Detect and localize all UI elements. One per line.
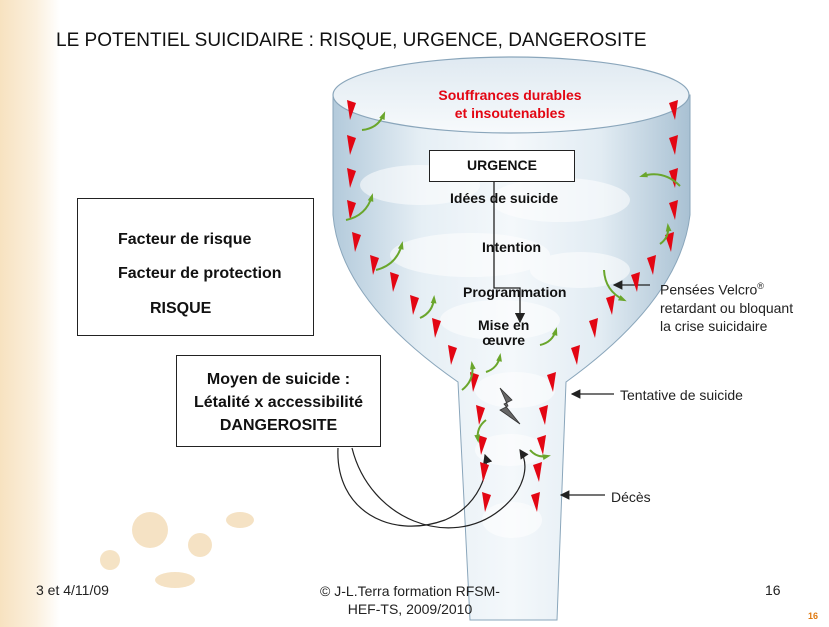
moyen-line2: Létalité x accessibilité bbox=[194, 394, 363, 411]
funnel-body bbox=[332, 94, 691, 621]
velcro-text: Pensées Velcro bbox=[660, 281, 758, 298]
legend-risk-label: Facteur de risque bbox=[118, 231, 252, 248]
protection-factor-arrowhead bbox=[430, 295, 437, 304]
protection-factor-arrowhead bbox=[639, 171, 648, 178]
protection-factor-arrowhead bbox=[379, 111, 386, 120]
slide-title: LE POTENTIEL SUICIDAIRE : RISQUE, URGENC… bbox=[56, 30, 647, 51]
velcro-line2: retardant ou bloquant bbox=[660, 299, 794, 316]
footer-credit: © J-L.Terra formation RFSM- HEF-TS, 2009… bbox=[300, 582, 520, 618]
protection-factor-arrowhead bbox=[397, 241, 404, 250]
central-flow-arrow bbox=[493, 182, 526, 324]
risk-factor-cone bbox=[347, 135, 356, 155]
programmation-label: Programmation bbox=[463, 284, 567, 300]
protection-factor-arrowhead bbox=[665, 223, 672, 232]
funnel-rim bbox=[332, 56, 690, 134]
risk-factor-cone bbox=[390, 272, 399, 292]
risk-factor-cone bbox=[606, 295, 615, 315]
funnel-top-line1: Souffrances durables bbox=[438, 87, 582, 103]
left-decoration bbox=[0, 0, 60, 627]
legend-protection-label: Facteur de protection bbox=[118, 265, 282, 282]
footer-credit-line2: HEF-TS, 2009/2010 bbox=[347, 601, 473, 617]
risk-factors bbox=[347, 100, 678, 512]
velcro-line3: la crise suicidaire bbox=[660, 317, 768, 334]
legend-risque-label: RISQUE bbox=[150, 300, 212, 317]
risk-factor-cone bbox=[352, 232, 361, 252]
lightning-icon bbox=[499, 387, 521, 425]
mise-line1: Mise en bbox=[478, 317, 530, 333]
risk-factor-cone bbox=[478, 435, 487, 455]
velcro-annotation: Pensées Velcro® retardant ou bloquant la… bbox=[660, 277, 793, 335]
moyen-arrow-2 bbox=[351, 447, 529, 529]
protection-factor-arrowhead bbox=[470, 361, 476, 370]
footer-credit-line1: © J-L.Terra formation RFSM- bbox=[320, 583, 500, 599]
protection-factor-arrowhead bbox=[551, 327, 558, 336]
risk-factor-cone bbox=[410, 295, 419, 315]
moyen-box: Moyen de suicide : Létalité x accessibil… bbox=[176, 355, 381, 447]
protection-factor-arrowhead bbox=[474, 434, 481, 443]
risk-factor-cone bbox=[448, 345, 457, 365]
moyen-line1: Moyen de suicide : bbox=[206, 371, 351, 388]
risk-factor-cone bbox=[669, 135, 678, 155]
mise-en-oeuvre-label: Mise en œuvre bbox=[478, 318, 529, 348]
funnel-top-line2: et insoutenables bbox=[454, 105, 566, 121]
risk-factor-cone bbox=[647, 255, 656, 275]
risk-factor-cone bbox=[533, 462, 542, 482]
protection-factor-arrowhead bbox=[367, 193, 374, 202]
footer-slide-number: 16 bbox=[765, 582, 781, 598]
legend-box: Facteur de risque Facteur de protection … bbox=[77, 198, 314, 336]
deces-annotation: Décès bbox=[611, 489, 651, 505]
risk-factor-cone bbox=[631, 272, 640, 292]
risk-factor-cone bbox=[537, 435, 546, 455]
risk-factor-cone bbox=[347, 100, 356, 120]
protection-factor-arrowhead bbox=[618, 295, 627, 302]
urgence-box: URGENCE bbox=[429, 150, 575, 182]
footer-date: 3 et 4/11/09 bbox=[36, 582, 109, 598]
funnel-top-text: Souffrances durables et insoutenables bbox=[420, 86, 600, 122]
cloud-texture bbox=[360, 165, 630, 538]
risk-factor-cone bbox=[589, 318, 598, 338]
risk-factor-cone bbox=[370, 255, 379, 275]
velcro-line1: Pensées Velcro® bbox=[660, 277, 793, 299]
protection-factors bbox=[345, 111, 681, 460]
tentative-annotation: Tentative de suicide bbox=[620, 387, 743, 403]
mise-line2: œuvre bbox=[482, 332, 526, 348]
risk-factor-cone bbox=[432, 318, 441, 338]
protection-factor-arrowhead bbox=[542, 454, 551, 460]
protection-factor-arrowhead bbox=[496, 353, 502, 362]
floral-decoration bbox=[100, 512, 254, 588]
page-corner-number: 16 bbox=[808, 611, 819, 621]
risk-factor-cone bbox=[347, 168, 356, 188]
idees-label: Idées de suicide bbox=[450, 190, 559, 206]
risk-factor-cone bbox=[480, 462, 489, 482]
urgence-label: URGENCE bbox=[466, 157, 537, 173]
risk-factor-cone bbox=[669, 100, 678, 120]
registered-mark: ® bbox=[757, 281, 764, 291]
risk-factor-cone bbox=[476, 405, 485, 425]
risk-factor-cone bbox=[539, 405, 548, 425]
risk-factor-cone bbox=[347, 200, 356, 220]
risk-factor-cone bbox=[571, 345, 580, 365]
risk-factor-cone bbox=[669, 200, 678, 220]
risk-factor-cone bbox=[531, 492, 540, 512]
risk-factor-cone bbox=[482, 492, 491, 512]
moyen-line3: DANGEROSITE bbox=[219, 417, 338, 434]
intention-label: Intention bbox=[482, 239, 542, 255]
risk-factor-cone bbox=[547, 372, 556, 392]
